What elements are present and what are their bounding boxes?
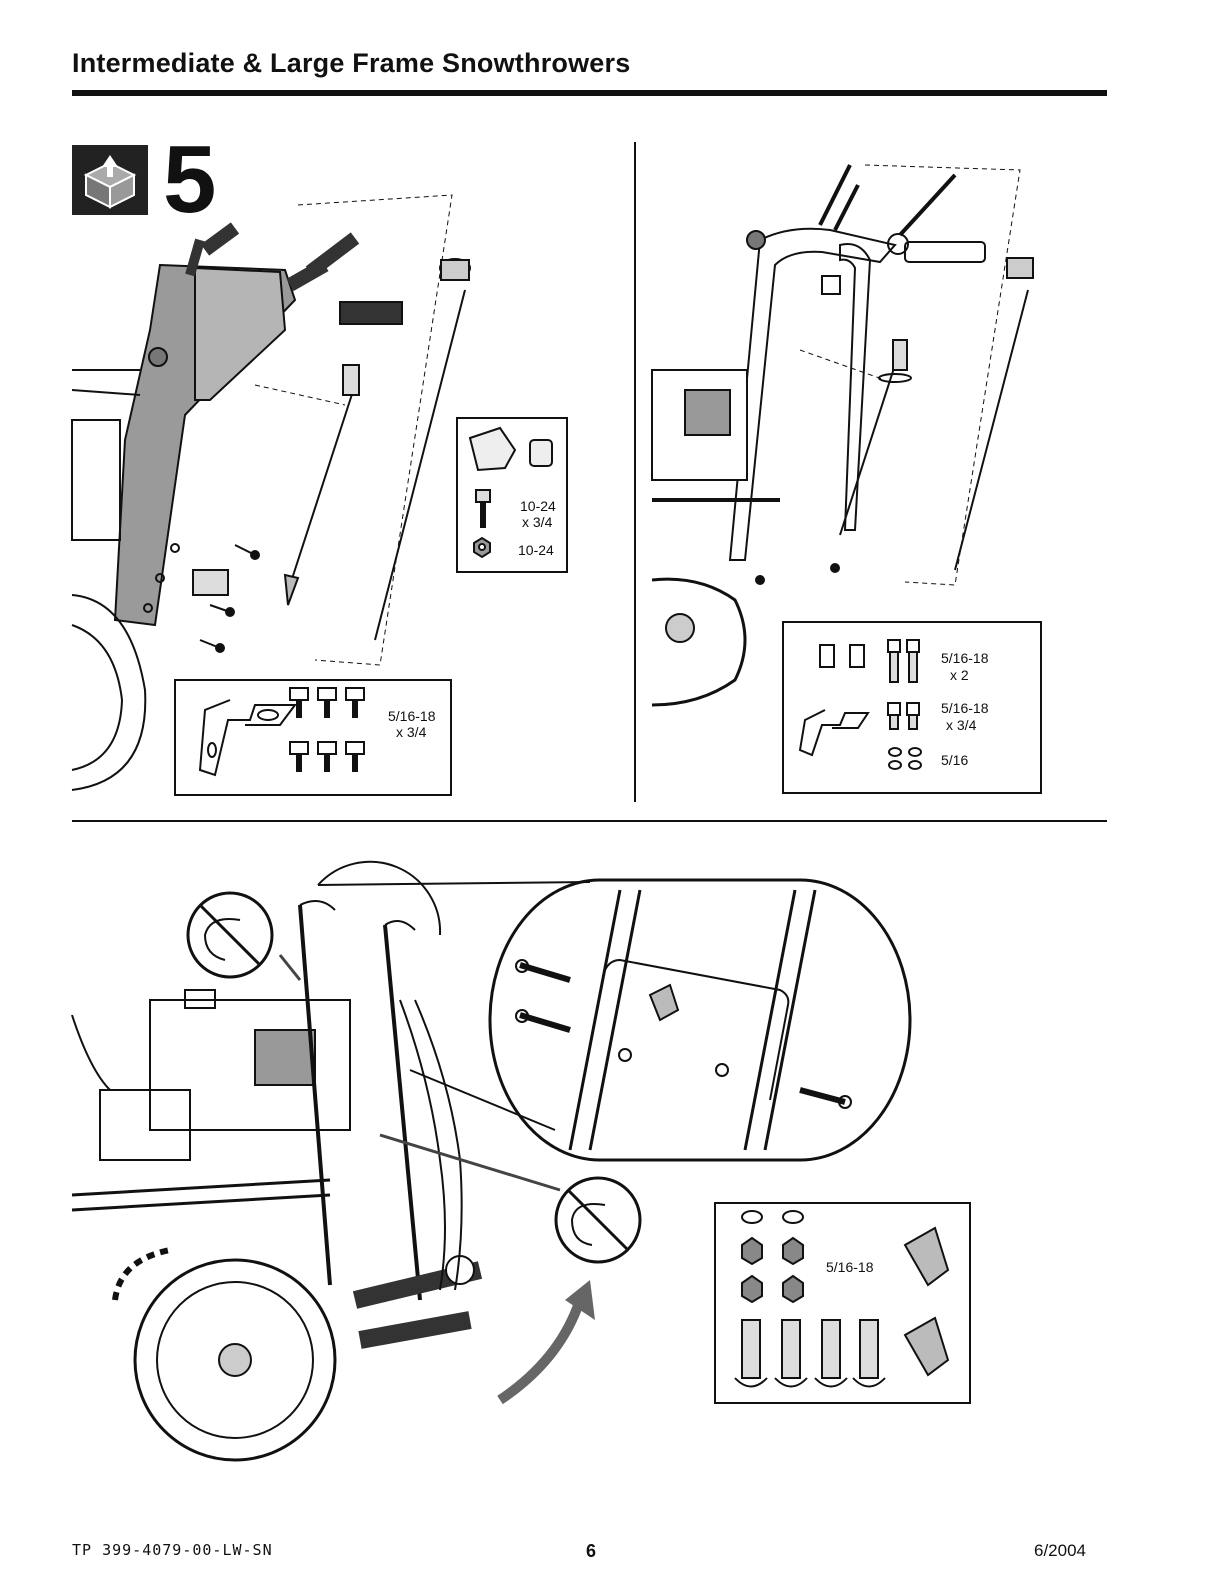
left-handle-illustration bbox=[72, 195, 470, 790]
hardware-label: x 2 bbox=[950, 667, 969, 683]
hardware-label: x 3/4 bbox=[396, 724, 426, 740]
right-handle-illustration bbox=[652, 165, 1033, 705]
no-clip-icon bbox=[188, 893, 272, 977]
hardware-label: 10-24 bbox=[520, 498, 556, 514]
hardware-label: 5/16-18 bbox=[941, 650, 988, 666]
hardware-label: 5/16 bbox=[941, 752, 968, 768]
document-date: 6/2004 bbox=[1034, 1541, 1086, 1561]
hardware-box-bottom bbox=[715, 1203, 970, 1403]
document-number: TP 399-4079-00-LW-SN bbox=[72, 1541, 273, 1559]
hardware-box-right bbox=[783, 622, 1041, 793]
page-number: 6 bbox=[586, 1541, 596, 1562]
hardware-label: 5/16-18 bbox=[941, 700, 988, 716]
hardware-label: x 3/4 bbox=[946, 717, 976, 733]
hardware-label: 5/16-18 bbox=[388, 708, 435, 724]
hardware-label: 5/16-18 bbox=[826, 1259, 873, 1275]
hardware-label: 10-24 bbox=[518, 542, 554, 558]
bolt-icon bbox=[290, 688, 364, 772]
no-clip-icon bbox=[556, 1178, 640, 1262]
hardware-label: x 3/4 bbox=[522, 514, 552, 530]
